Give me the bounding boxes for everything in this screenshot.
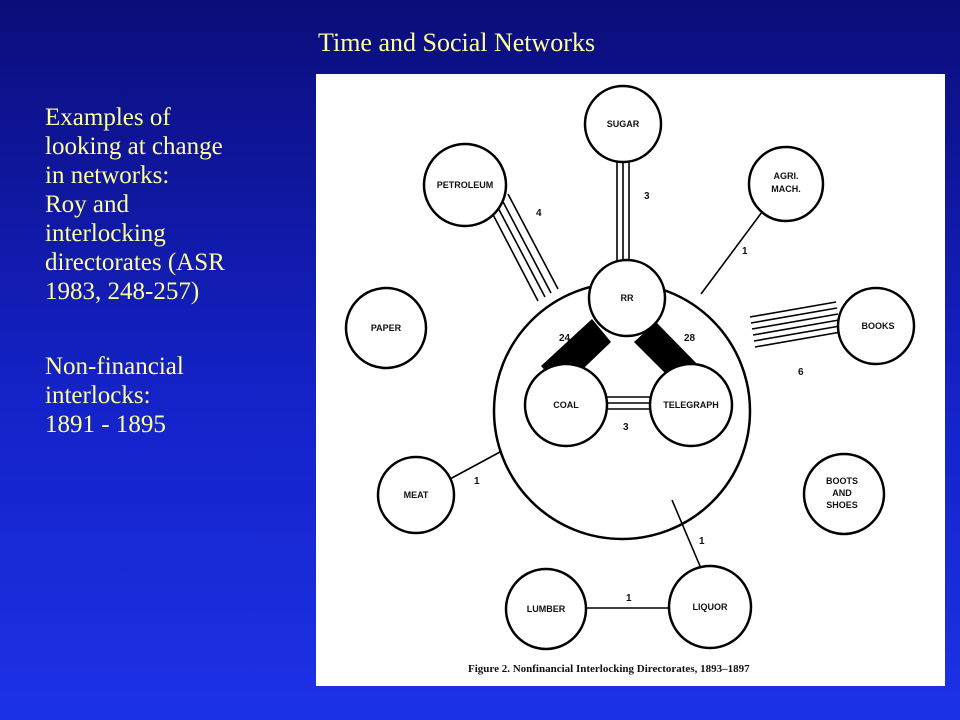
edge-label-books-hub: 6 — [798, 367, 804, 378]
edge-label-hub-liquor: 1 — [699, 536, 705, 547]
edge-books-hub — [749, 301, 842, 348]
text-line: Roy and — [45, 191, 130, 218]
edge-petroleum-hub — [487, 193, 559, 302]
svg-text:MEAT: MEAT — [404, 490, 429, 500]
edge-label-lumber-liquor: 1 — [626, 593, 632, 604]
text-line: 1983, 248-257) — [45, 278, 200, 305]
node-petroleum: PETROLEUM — [422, 142, 508, 228]
svg-text:PETROLEUM: PETROLEUM — [437, 180, 494, 190]
edge-hub-liquor — [671, 499, 701, 567]
text-line: directorates (ASR — [45, 249, 225, 276]
svg-text:AND: AND — [832, 488, 852, 498]
svg-text:AGRI.: AGRI. — [773, 171, 798, 181]
svg-text:RR: RR — [621, 293, 634, 303]
node-liquor: LIQUOR — [667, 564, 753, 650]
node-sugar: SUGAR — [583, 84, 663, 164]
description-text: Examples of looking at change in network… — [45, 103, 285, 306]
svg-text:LUMBER: LUMBER — [527, 604, 566, 614]
text-line: Non-financial — [45, 353, 184, 380]
svg-text:BOOKS: BOOKS — [861, 321, 894, 331]
text-line: interlocks: — [45, 382, 151, 409]
svg-text:LIQUOR: LIQUOR — [693, 602, 728, 612]
slide-title: Time and Social Networks — [318, 28, 596, 57]
svg-text:COAL: COAL — [553, 400, 579, 410]
node-coal: COAL — [523, 362, 609, 448]
edge-label-coal-telegraph: 3 — [623, 422, 629, 433]
svg-text:BOOTS: BOOTS — [826, 476, 858, 486]
svg-text:PAPER: PAPER — [371, 323, 402, 333]
text-line: Examples of — [45, 104, 171, 131]
node-telegraph: TELEGRAPH — [648, 362, 734, 448]
node-boots: BOOTS AND SHOES — [802, 452, 886, 536]
edge-label-rr-telegraph: 28 — [684, 333, 696, 344]
node-books: BOOKS — [836, 286, 916, 366]
svg-text:MACH.: MACH. — [771, 184, 801, 194]
text-line: in networks: — [45, 162, 170, 189]
edge-agri-hub — [700, 203, 769, 295]
edge-meat-hub — [449, 451, 501, 480]
node-lumber: LUMBER — [504, 567, 588, 651]
figure-caption: Figure 2. Nonfinancial Interlocking Dire… — [468, 663, 750, 675]
edge-label-agri-hub: 1 — [742, 246, 748, 257]
edge-label-rr-coal: 24 — [559, 333, 571, 344]
network-figure: 3 4 1 6 1 1 1 — [316, 74, 945, 686]
svg-text:SHOES: SHOES — [826, 500, 858, 510]
period-text: Non-financial interlocks: 1891 - 1895 — [45, 352, 285, 439]
edge-label-meat-hub: 1 — [474, 476, 480, 487]
edge-label-petroleum-hub: 4 — [536, 208, 542, 219]
edge-label-sugar-hub: 3 — [644, 191, 650, 202]
svg-text:SUGAR: SUGAR — [607, 119, 640, 129]
text-line: 1891 - 1895 — [45, 411, 166, 438]
node-agri: AGRI. MACH. — [747, 145, 825, 223]
node-paper: PAPER — [344, 286, 428, 370]
svg-text:TELEGRAPH: TELEGRAPH — [663, 400, 719, 410]
network-diagram: 3 4 1 6 1 1 1 — [344, 84, 916, 675]
text-line: interlocking — [45, 220, 166, 247]
node-rr: RR — [587, 258, 667, 338]
node-meat: MEAT — [376, 455, 456, 535]
text-line: looking at change — [45, 133, 223, 160]
